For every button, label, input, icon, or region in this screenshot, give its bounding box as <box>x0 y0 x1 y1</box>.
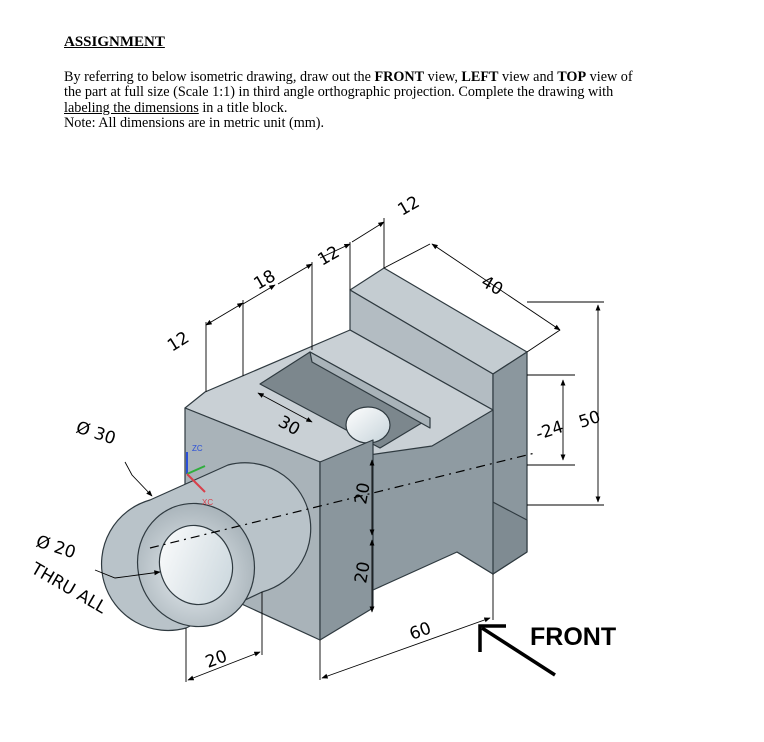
dim-20-lower: 20 <box>351 560 374 585</box>
front-arrow-icon <box>481 626 556 677</box>
slot-hole <box>345 406 391 444</box>
y-axis-icon <box>186 465 206 475</box>
axis-triad: ZC XC <box>186 444 213 507</box>
dim-60: 60 <box>407 619 434 645</box>
instr-text-3: view and <box>498 69 558 85</box>
through-hole <box>158 524 234 606</box>
dim-20-upper: 20 <box>351 481 374 506</box>
dim-12-mid: 12 <box>315 242 344 270</box>
assignment-heading: ASSIGNMENT <box>64 34 165 50</box>
zc-label: ZC <box>192 444 203 453</box>
instr-text-4: view of the part at full size (Scale 1:1… <box>64 69 633 101</box>
dim-40: 40 <box>478 272 507 300</box>
instr-underlined: labeling the dimensions <box>64 99 199 116</box>
assignment-instructions: By referring to below isometric drawing,… <box>64 69 644 132</box>
dim-18: 18 <box>251 266 280 294</box>
dim-thru-all: THRU ALL <box>27 559 111 619</box>
instr-text-5: in a title block. <box>198 99 288 116</box>
instr-text-2: view, <box>424 69 462 85</box>
dim-12-top: 12 <box>395 192 424 220</box>
dim-20-bottom: 20 <box>203 647 230 673</box>
dim-24: -24 <box>533 417 566 445</box>
dim-12-left: 12 <box>164 328 193 356</box>
dimension-lines <box>94 221 601 681</box>
instr-top: TOP <box>557 69 587 85</box>
instr-note: Note: All dimensions are in metric unit … <box>64 115 325 132</box>
dim-50: 50 <box>576 407 603 433</box>
front-arrowhead-icon <box>478 624 506 652</box>
xc-label: XC <box>202 498 213 507</box>
instr-front: FRONT <box>374 69 425 85</box>
dim-dia-30: Ø 30 <box>73 418 118 450</box>
dim-dia-20: Ø 20 <box>33 532 78 564</box>
instr-text-1: By referring to below isometric drawing,… <box>64 69 375 85</box>
part-body <box>100 267 528 641</box>
front-label: FRONT <box>530 623 616 651</box>
front-indicator: FRONT <box>478 623 616 677</box>
block-right-face <box>319 439 374 641</box>
instr-left: LEFT <box>461 69 499 85</box>
x-axis-icon <box>186 473 206 493</box>
center-line <box>149 452 536 549</box>
slot-inner-wall <box>309 351 431 429</box>
